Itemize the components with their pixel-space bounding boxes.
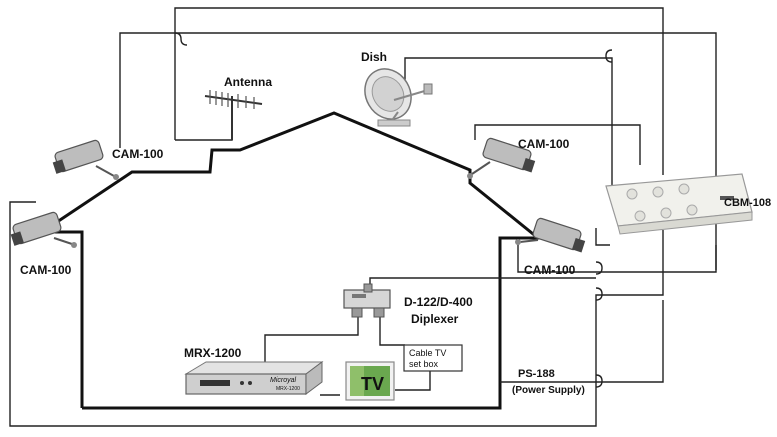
wire-ps-right bbox=[596, 300, 664, 383]
cam-bottom-right-label: CAM-100 bbox=[524, 263, 576, 277]
wire-cam-top-right bbox=[474, 124, 641, 165]
wire-diplexer-mrx bbox=[264, 316, 359, 362]
wire-crossover bbox=[174, 32, 188, 46]
cam-top-left-label: CAM-100 bbox=[112, 147, 164, 161]
mrx-label: MRX-1200 bbox=[184, 346, 242, 360]
wire-cbm-right bbox=[517, 240, 717, 273]
wire-hop-3 bbox=[595, 374, 603, 388]
antenna-icon bbox=[204, 90, 263, 140]
wire-cbm-camright bbox=[595, 228, 610, 246]
wire-antenna-lead bbox=[175, 118, 233, 141]
wire-hop-1 bbox=[595, 261, 603, 275]
wire-left-loop bbox=[9, 201, 664, 427]
wire-top-loop bbox=[174, 7, 664, 175]
wire-hop-2 bbox=[595, 287, 603, 301]
wire-dish-hop bbox=[605, 49, 613, 63]
wire-cable-tv bbox=[395, 370, 431, 391]
wire-top-loop-2 bbox=[119, 32, 717, 270]
wire-dish bbox=[404, 57, 613, 205]
camera-icon bbox=[515, 217, 586, 253]
cam-bottom-left-label: CAM-100 bbox=[20, 263, 72, 277]
dish-label: Dish bbox=[361, 50, 387, 64]
mrx-sub-label: MRX-1200 bbox=[276, 386, 300, 392]
cable-box-icon bbox=[403, 344, 463, 372]
tv-label: TV bbox=[361, 374, 384, 394]
dish-icon bbox=[364, 68, 433, 127]
wire-diplexer-in bbox=[369, 277, 596, 290]
wire-diplexer-cable bbox=[379, 316, 405, 346]
camera-icon bbox=[467, 137, 536, 179]
cable-box-line2: set box bbox=[409, 359, 439, 369]
diplexer-name-label: Diplexer bbox=[411, 312, 459, 326]
tv-icon bbox=[345, 361, 395, 401]
diplexer-model-label: D-122/D-400 bbox=[404, 295, 473, 309]
cable-box-line1: Cable TV bbox=[409, 348, 446, 358]
cbm-unit-icon bbox=[605, 173, 753, 235]
cam-top-right-label: CAM-100 bbox=[518, 137, 570, 151]
receiver-icon bbox=[184, 361, 324, 395]
camera-icon bbox=[52, 139, 119, 180]
cbm-label: CBM-108 bbox=[724, 197, 771, 209]
ps-name-label: (Power Supply) bbox=[512, 385, 585, 396]
camera-icon bbox=[10, 211, 77, 248]
ps-model-label: PS-188 bbox=[518, 368, 555, 380]
mrx-brand-label: Microyal bbox=[270, 377, 297, 384]
diplexer-icon bbox=[343, 283, 391, 318]
antenna-label: Antenna bbox=[224, 75, 272, 89]
